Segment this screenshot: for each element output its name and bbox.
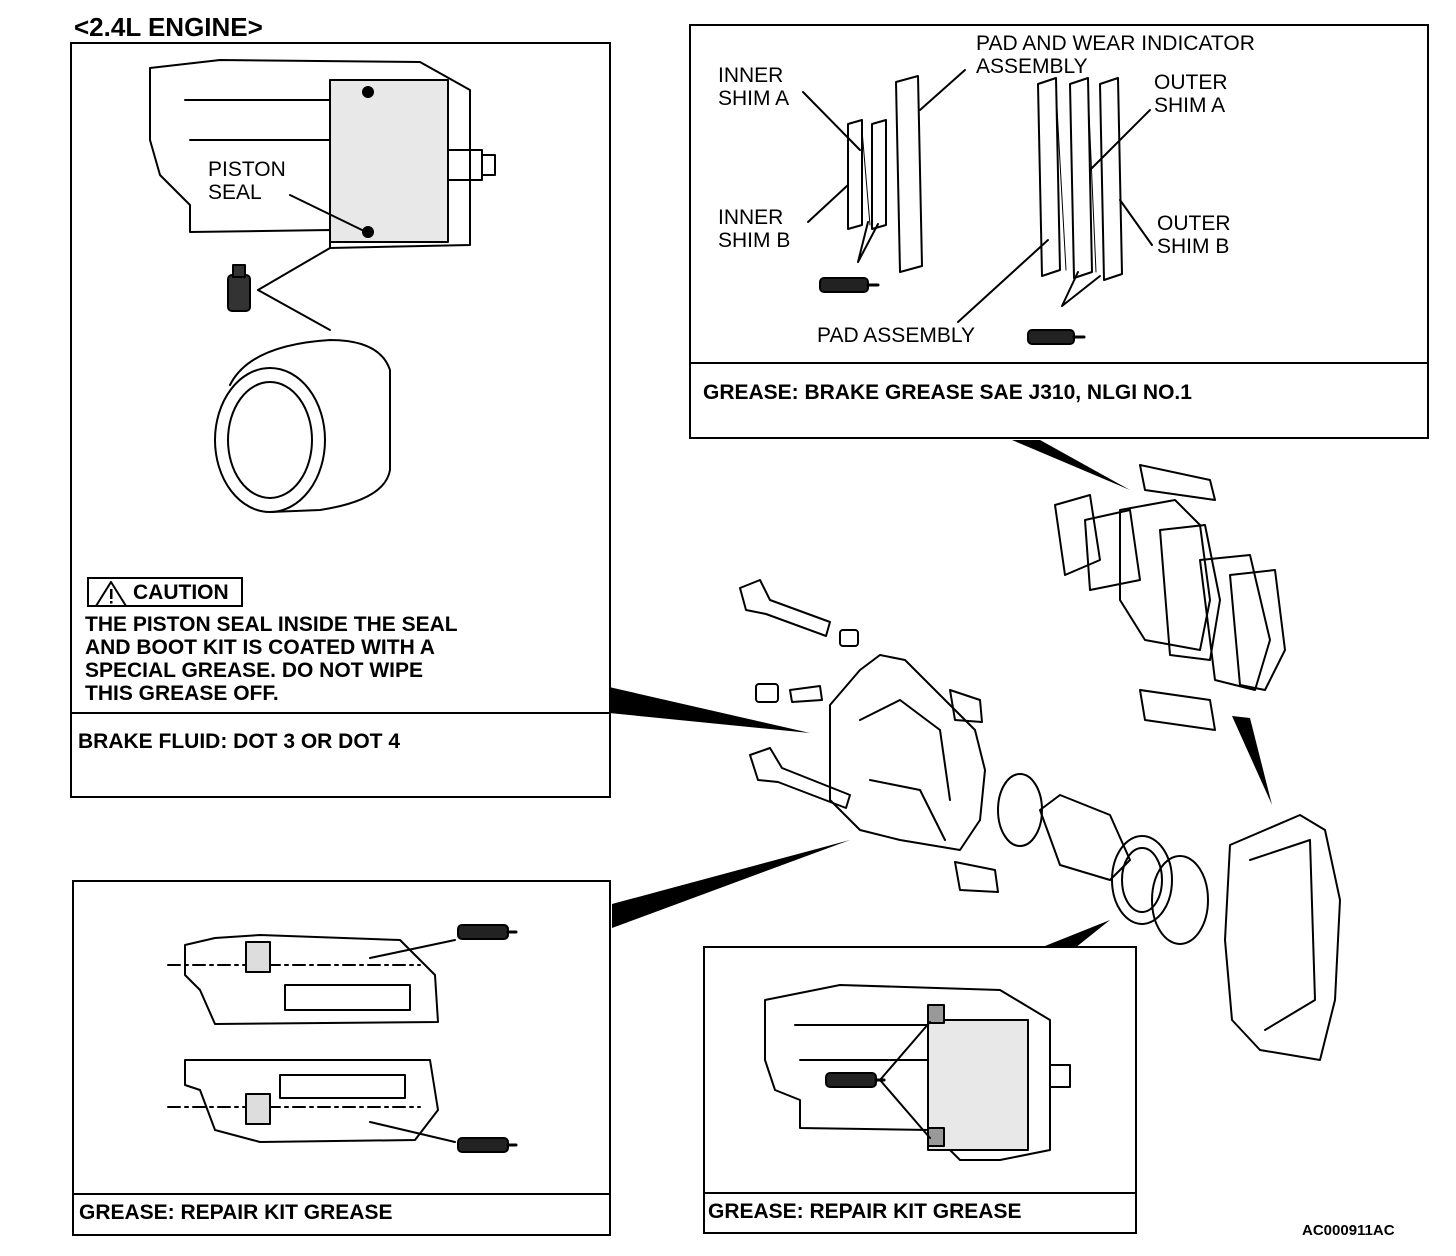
panel-piston-seal xyxy=(70,42,611,798)
grease-tube-icon-pads-1 xyxy=(819,277,880,293)
panel-pads-caption: GREASE: BRAKE GREASE SAE J310, NLGI NO.1 xyxy=(703,381,1192,404)
caution-badge: CAUTION xyxy=(87,577,243,607)
label-inner-shim-a-line1: INNER xyxy=(718,64,784,87)
caution-line: SPECIAL GREASE. DO NOT WIPE xyxy=(85,659,423,682)
grease-tube-icon-boots xyxy=(825,1072,886,1088)
caution-line: THE PISTON SEAL INSIDE THE SEAL xyxy=(85,613,458,636)
leader-wedge-pads-panel xyxy=(1012,440,1130,490)
label-piston-seal-line2: SEAL xyxy=(208,181,262,204)
figure-code: AC000911AC xyxy=(1302,1222,1395,1239)
label-outer-shim-a-line1: OUTER xyxy=(1154,71,1228,94)
panel-pads-shims xyxy=(689,24,1429,439)
grease-tube-icon-pads-2 xyxy=(1027,329,1086,345)
brake-fluid-bottle-icon xyxy=(227,264,251,312)
warning-triangle-icon xyxy=(95,581,127,607)
panel-boots-divider xyxy=(703,1192,1137,1194)
label-outer-shim-b-line1: OUTER xyxy=(1157,212,1231,235)
exploded-caliper-assembly-drawing xyxy=(739,464,1341,1061)
label-pad-wear-line1: PAD AND WEAR INDICATOR xyxy=(976,32,1255,55)
label-outer-shim-b-line2: SHIM B xyxy=(1157,235,1230,258)
caliper-boot-section-drawing xyxy=(764,984,1071,1161)
leader-wedge-guide-panel xyxy=(612,840,850,928)
leader-wedge-boots-panel xyxy=(1040,920,1110,948)
panel-guide-caption: GREASE: REPAIR KIT GREASE xyxy=(79,1201,393,1224)
panel-piston-caption: BRAKE FLUID: DOT 3 OR DOT 4 xyxy=(78,730,401,753)
caution-line: AND BOOT KIT IS COATED WITH A xyxy=(85,636,435,659)
grease-tube-icon-guide-2 xyxy=(457,1137,518,1153)
page-title: <2.4L ENGINE> xyxy=(74,12,263,42)
panel-guide-divider xyxy=(72,1193,611,1195)
label-pad-assembly: PAD ASSEMBLY xyxy=(817,324,975,347)
label-outer-shim-a-line2: SHIM A xyxy=(1154,94,1226,117)
grease-tube-icon-guide-1 xyxy=(457,924,518,940)
caution-text: THE PISTON SEAL INSIDE THE SEAL AND BOOT… xyxy=(85,613,458,705)
panel-guide-pins xyxy=(72,880,611,1236)
label-inner-shim-a-line2: SHIM A xyxy=(718,87,790,110)
caution-label: CAUTION xyxy=(133,581,229,604)
caliper-cross-section-drawing xyxy=(149,59,496,331)
panel-pads-divider xyxy=(689,362,1429,364)
panel-boots-caption: GREASE: REPAIR KIT GREASE xyxy=(708,1200,1022,1223)
piston-drawing xyxy=(214,339,391,513)
label-piston-seal-line1: PISTON xyxy=(208,158,286,181)
leader-wedge-pads-to-caliper xyxy=(1232,716,1272,805)
leader-wedge-piston-panel xyxy=(609,687,810,733)
guide-pin-sections-drawing xyxy=(167,934,456,1143)
label-inner-shim-b-line2: SHIM B xyxy=(718,229,791,252)
pads-and-shims-drawing xyxy=(802,69,1153,323)
panel-caliper-boots xyxy=(703,946,1137,1234)
label-pad-wear-line2: ASSEMBLY xyxy=(976,55,1088,78)
label-inner-shim-b-line1: INNER xyxy=(718,206,784,229)
panel-piston-divider xyxy=(70,712,611,714)
caution-line: THIS GREASE OFF. xyxy=(85,682,279,705)
